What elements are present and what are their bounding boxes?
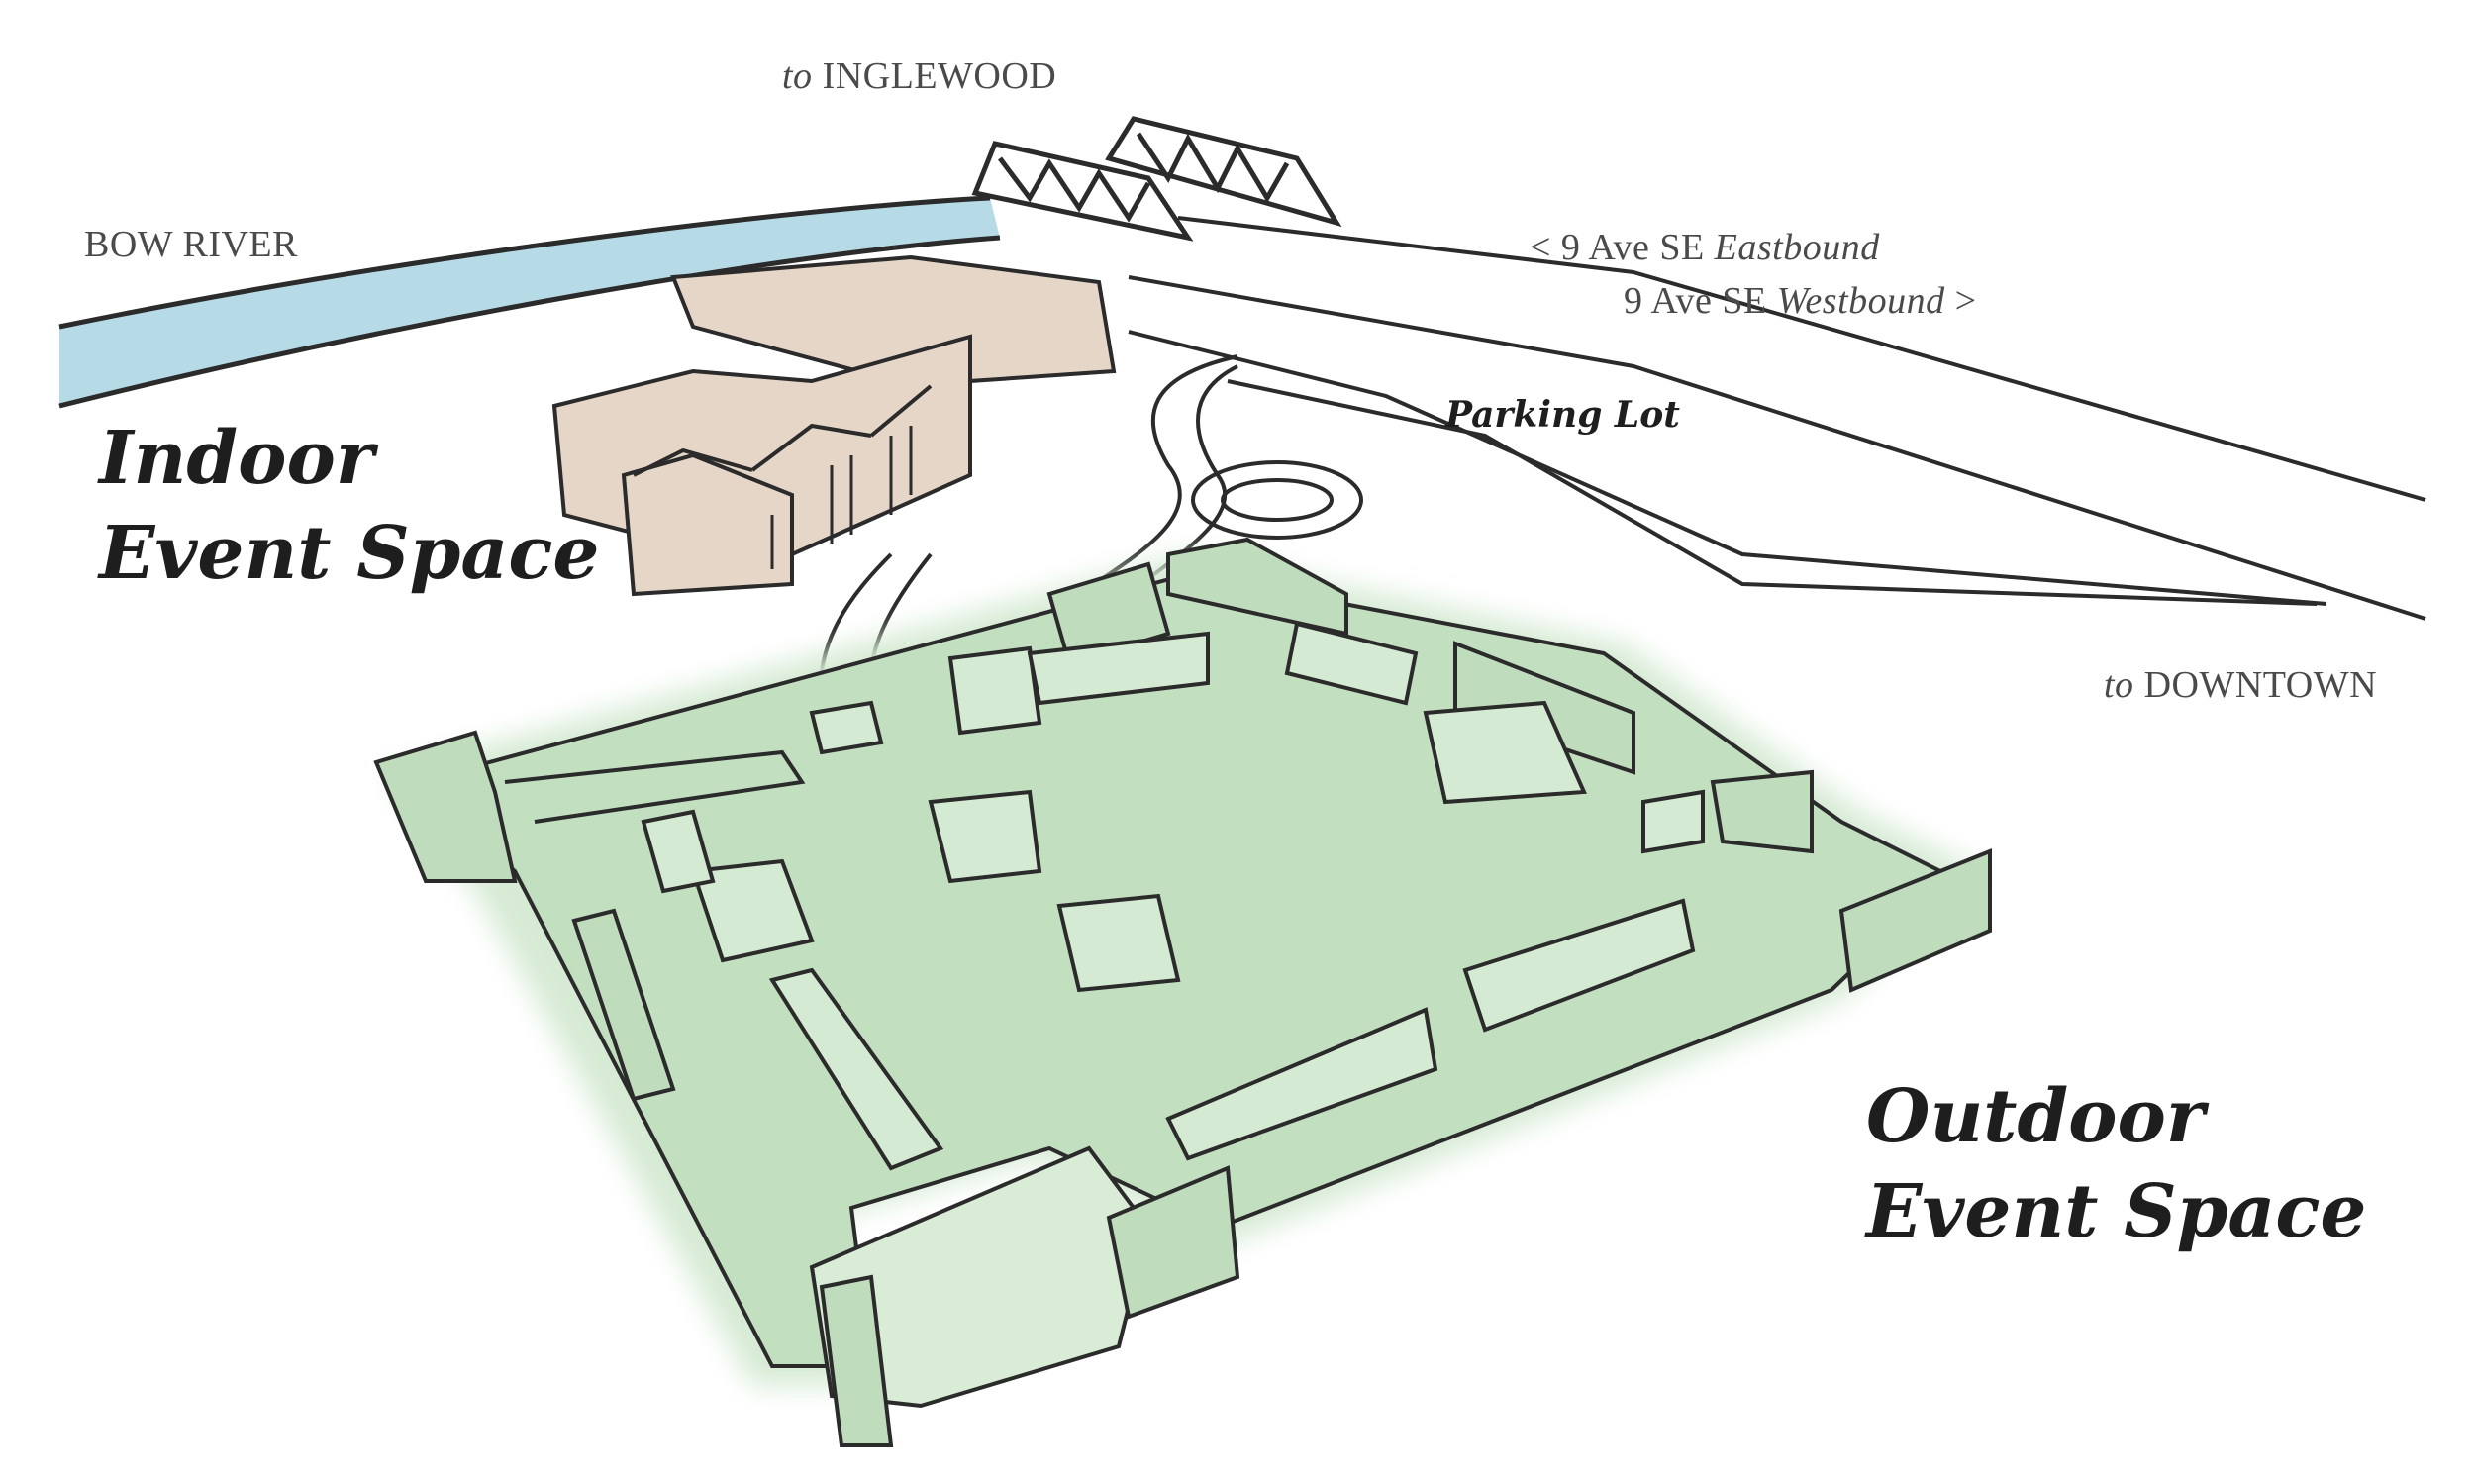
building-roofline: [633, 384, 933, 477]
roundabout: [1191, 460, 1363, 540]
bridge-south-truss: [1136, 132, 1290, 203]
seating-north: [1027, 631, 1210, 706]
bridge-south-outline: [1105, 116, 1342, 228]
to-inglewood-prefix: to: [782, 55, 813, 97]
fence-southwest: [819, 1274, 894, 1447]
outdoor-label-line2: Event Space: [1866, 1169, 2367, 1254]
bridge-north-truss: [998, 156, 1151, 223]
indoor-event-space-label: Indoor Event Space: [99, 411, 600, 601]
tent-row-east: [1462, 898, 1696, 1033]
indoor-building: [551, 254, 1117, 597]
front-plaza: [809, 1145, 1151, 1409]
roundabout-inner: [1221, 478, 1334, 522]
fence-north: [1046, 561, 1171, 666]
eastbound-label: < 9 Ave SE Eastbound: [1530, 226, 1880, 269]
fence-northwest-corner: [373, 730, 518, 883]
building-rear-block: [670, 254, 1117, 399]
fences: [373, 537, 1992, 1447]
bow-river: [58, 195, 1001, 409]
river-bank-north: [58, 195, 991, 330]
booth-east: [1641, 789, 1705, 854]
indoor-label-line1: Indoor: [99, 416, 374, 501]
fence-west: [571, 908, 676, 1102]
westbound-name: 9 Ave SE: [1624, 280, 1767, 322]
parking-lot-label: Parking Lot: [1445, 394, 1680, 436]
road-lower-edge: [1128, 330, 2327, 606]
booth-west: [641, 809, 716, 894]
eastbound-name: < 9 Ave SE: [1530, 227, 1705, 268]
pavilion-east: [1423, 700, 1587, 805]
westbound-suffix: >: [1954, 280, 1977, 322]
outdoor-event-space: [373, 537, 1992, 1447]
to-inglewood-label: to INGLEWOOD: [782, 54, 1056, 98]
fence-east-post: [1710, 769, 1814, 854]
tents-and-booths: [641, 621, 1705, 1171]
truss-bridges: [971, 116, 1342, 242]
seating-northeast: [1284, 621, 1419, 706]
tent-row-south: [1165, 1007, 1438, 1161]
to-downtown-name: DOWNTOWN: [2143, 664, 2378, 706]
road-westbound-edge: [1128, 275, 2426, 621]
bow-river-label: BOW RIVER: [84, 224, 298, 265]
fence-north-east: [1166, 537, 1348, 637]
promenade-strip: [504, 749, 806, 824]
booth-small-north: [809, 700, 884, 755]
outdoor-event-space-label: Outdoor Event Space: [1866, 1069, 2367, 1259]
to-downtown-prefix: to: [2104, 664, 2134, 706]
to-downtown-label: to DOWNTOWN: [2104, 663, 2377, 707]
indoor-label-line2: Event Space: [99, 511, 600, 596]
tent-2: [690, 858, 815, 963]
westbound-direction: Westbound: [1776, 280, 1945, 322]
tent-1: [947, 645, 1042, 736]
road-lower-edge-2: [1227, 379, 2318, 606]
outdoor-label-line1: Outdoor: [1866, 1074, 2205, 1159]
fence-south-gate: [1106, 1165, 1240, 1320]
building-windows: [770, 426, 913, 569]
tent-3: [928, 789, 1042, 884]
eastbound-direction: Eastbound: [1714, 227, 1880, 268]
tent-row-west: [768, 967, 944, 1171]
roads: [818, 216, 2426, 714]
to-inglewood-name: INGLEWOOD: [822, 55, 1057, 97]
bridge-north-outline: [971, 141, 1194, 242]
road-eastbound-edge: [1177, 216, 2426, 502]
westbound-label: 9 Ave SE Westbound >: [1624, 279, 1977, 323]
tent-4: [1056, 893, 1181, 993]
fence-southeast-corner: [1838, 848, 1992, 993]
river-bank-south: [58, 235, 1001, 409]
